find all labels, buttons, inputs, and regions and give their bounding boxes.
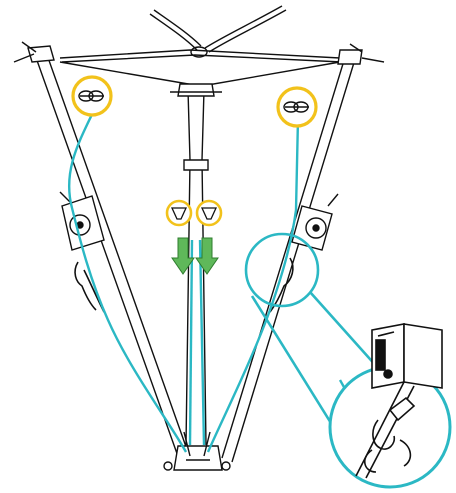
- instruction-manual-icon: [371, 323, 443, 389]
- left-leg: [13, 41, 191, 463]
- rope-coil-icon: [78, 90, 104, 102]
- zoom-source-circle: [244, 232, 320, 308]
- zoom-detail-carabiner: [355, 381, 416, 479]
- right-pulley-badge: [195, 199, 223, 227]
- base-feet: [163, 431, 231, 471]
- pulley-cup-icon: [170, 207, 188, 220]
- rope-coil-icon: [283, 101, 309, 113]
- right-winch: [291, 193, 339, 251]
- right-rope-badge: [276, 86, 318, 128]
- center-leg: [170, 83, 222, 446]
- right-leg: [221, 43, 385, 463]
- pulley-cup-icon: [200, 207, 218, 220]
- safety-cables: [67, 105, 370, 453]
- top-rope-bundle: [59, 5, 343, 87]
- left-winch: [59, 191, 105, 251]
- down-arrow-icon: [171, 237, 219, 275]
- left-pulley-badge: [165, 199, 193, 227]
- left-rope-badge: [71, 75, 113, 117]
